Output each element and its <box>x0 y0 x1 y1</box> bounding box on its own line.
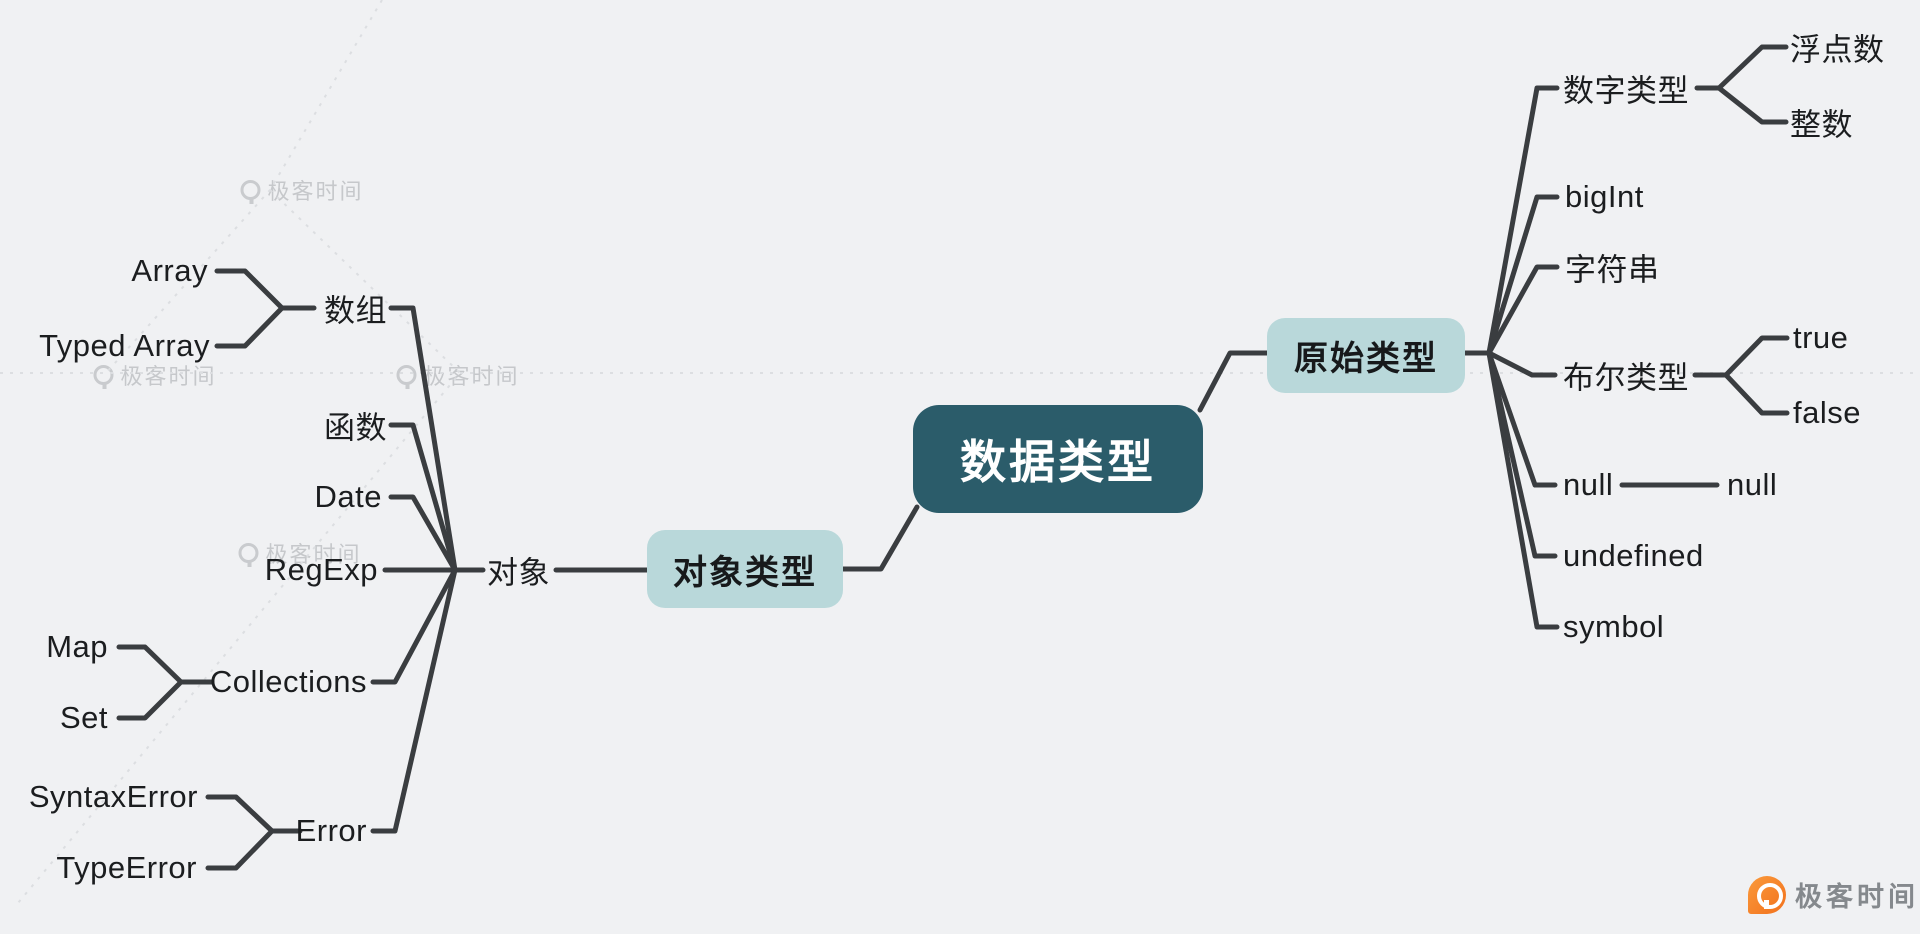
node-undefined[interactable]: undefined <box>1563 538 1704 573</box>
node-typed-array[interactable]: Typed Array <box>39 328 210 363</box>
node-function[interactable]: 函数 <box>324 410 387 446</box>
watermark-text: 极客时间 <box>265 542 362 567</box>
link-number-float <box>1716 44 1789 91</box>
link-collections-map <box>116 644 184 685</box>
watermark-text: 极客时间 <box>267 179 364 204</box>
geektime-logo: 极客时间 <box>1748 875 1919 914</box>
link-root-primitive <box>1197 350 1270 413</box>
link-object-date <box>388 494 458 573</box>
link-primitive-bigint <box>1486 194 1560 356</box>
watermark-stamp: 极客时间 <box>238 537 361 569</box>
link-object-function <box>388 422 458 573</box>
node-null-value[interactable]: null <box>1727 467 1778 502</box>
link-boolean-true <box>1723 335 1790 378</box>
link-primitive-null <box>1486 350 1558 488</box>
watermark-stamp: 极客时间 <box>240 174 363 206</box>
link-object-collections <box>370 567 458 685</box>
link-number-integer <box>1716 85 1789 125</box>
node-string[interactable]: 字符串 <box>1565 252 1660 288</box>
link-array-array <box>214 268 285 311</box>
node-date[interactable]: Date <box>314 479 382 514</box>
node-collections[interactable]: Collections <box>209 664 367 699</box>
watermark-text: 极客时间 <box>423 364 520 389</box>
node-bigint[interactable]: bigInt <box>1565 179 1644 214</box>
geektime-watermark-icon <box>396 365 417 389</box>
node-true[interactable]: true <box>1793 320 1849 355</box>
link-object-root <box>840 504 920 572</box>
link-primitive-symbol <box>1486 350 1560 630</box>
node-object-type[interactable]: 对象类型 <box>647 530 843 608</box>
link-primitive-boolean <box>1486 350 1558 378</box>
node-boolean-type[interactable]: 布尔类型 <box>1563 360 1689 396</box>
link-collections-set <box>116 679 184 721</box>
node-error[interactable]: Error <box>295 813 367 848</box>
link-primitive-undefined <box>1486 350 1558 559</box>
link-object-array <box>388 305 486 573</box>
geektime-logo-icon <box>1748 875 1786 914</box>
geektime-watermark-icon <box>240 180 261 204</box>
node-integer[interactable]: 整数 <box>1790 107 1853 143</box>
node-null[interactable]: null <box>1563 467 1614 502</box>
node-regexp[interactable]: RegExp <box>264 552 378 587</box>
link-error-typeerror <box>205 828 275 871</box>
node-false[interactable]: false <box>1793 395 1861 430</box>
watermark-stamp: 极客时间 <box>396 359 519 391</box>
branch-lines <box>116 44 1790 871</box>
geektime-watermark-icon <box>93 365 114 389</box>
node-array[interactable]: Array <box>131 253 208 288</box>
link-boolean-false <box>1723 372 1790 416</box>
link-primitive-number <box>1462 85 1560 356</box>
link-error-syntaxerror <box>205 794 275 834</box>
node-syntax-error[interactable]: SyntaxError <box>28 779 198 814</box>
node-float[interactable]: 浮点数 <box>1790 32 1885 68</box>
geektime-logo-text: 极客时间 <box>1795 882 1919 912</box>
node-type-error[interactable]: TypeError <box>56 850 197 885</box>
node-map[interactable]: Map <box>46 629 108 664</box>
node-number-type[interactable]: 数字类型 <box>1563 73 1689 109</box>
node-array-group[interactable]: 数组 <box>324 293 387 329</box>
link-primitive-string <box>1486 264 1560 356</box>
node-symbol[interactable]: symbol <box>1563 609 1665 644</box>
node-primitive-type[interactable]: 原始类型 <box>1267 318 1465 393</box>
node-set[interactable]: Set <box>59 700 108 735</box>
watermark-text: 极客时间 <box>120 364 217 389</box>
watermark-stamp: 极客时间 <box>93 359 216 391</box>
watermark-dashed-lines <box>0 0 1920 904</box>
link-array-typedarray <box>214 305 285 349</box>
node-object[interactable]: 对象 <box>487 555 550 591</box>
node-root[interactable]: 数据类型 <box>913 405 1203 513</box>
geektime-watermark-icon <box>238 543 259 567</box>
link-object-error <box>370 567 458 834</box>
